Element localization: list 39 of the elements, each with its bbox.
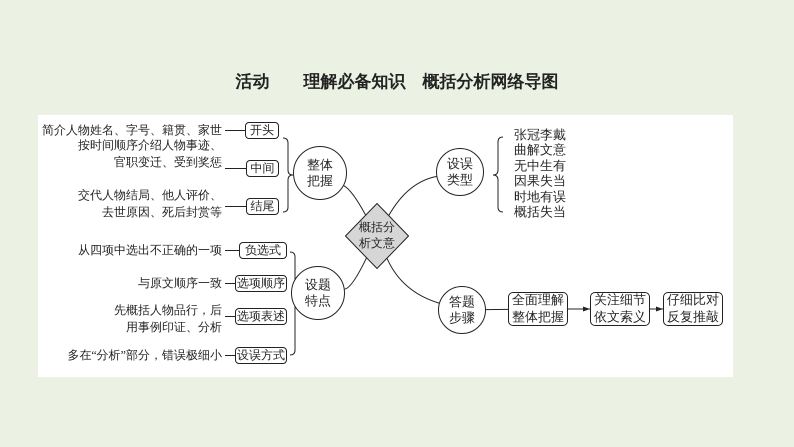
error-type-item: 无中生有: [514, 158, 566, 174]
step-box: 关注细节依文索义: [590, 292, 650, 326]
arrow: [650, 306, 664, 312]
error-type-item: 因果失当: [514, 173, 566, 189]
term-box: 选项表述: [235, 308, 287, 325]
description-text: 多在“分析”部分，错误极细小: [40, 347, 222, 363]
description-text: 从四项中选出不正确的一项: [62, 242, 222, 258]
connector: [388, 176, 437, 216]
title: 活动 理解必备知识 概括分析网络导图: [234, 71, 560, 93]
central-diamond: 概括分析文意: [345, 203, 409, 269]
step-box: 全面理解整体把握: [508, 292, 568, 326]
connector: [224, 130, 246, 131]
connector: [386, 258, 440, 304]
description-text: 交代人物结局、他人评价、去世原因、死后封赏等: [76, 187, 222, 221]
connector: [486, 308, 508, 310]
connector: [224, 168, 246, 169]
error-type-item: 概括失当: [514, 204, 566, 220]
term-box: 中间: [246, 160, 279, 177]
error-type-item: 时地有误: [514, 188, 566, 204]
description-text: 与原文顺序一致: [122, 275, 222, 291]
description-text: 按时间顺序介绍人物事迹、官职变迁、受到奖惩: [76, 137, 222, 171]
term-box: 负选式: [239, 242, 287, 259]
connector: [343, 185, 366, 216]
connector: [224, 316, 236, 317]
connector: [224, 355, 236, 356]
term-box: 选项顺序: [235, 275, 287, 292]
description-text: 简介人物姓名、字号、籍贯、家世: [34, 122, 222, 138]
term-box: 开头: [245, 122, 279, 139]
connector: [224, 250, 240, 251]
connector: [344, 258, 367, 290]
step-box: 仔细比对反复推敲: [663, 292, 723, 326]
error-type-item: 曲解文意: [514, 142, 566, 158]
description-text: 先概括人物品行，后用事例印证、分析: [110, 302, 222, 336]
term-box: 设误方式: [235, 347, 287, 364]
term-box: 结尾: [246, 198, 279, 215]
arrow: [568, 306, 590, 312]
connector: [224, 206, 246, 207]
error-type-item: 张冠李戴: [514, 127, 566, 142]
connector: [224, 283, 236, 284]
